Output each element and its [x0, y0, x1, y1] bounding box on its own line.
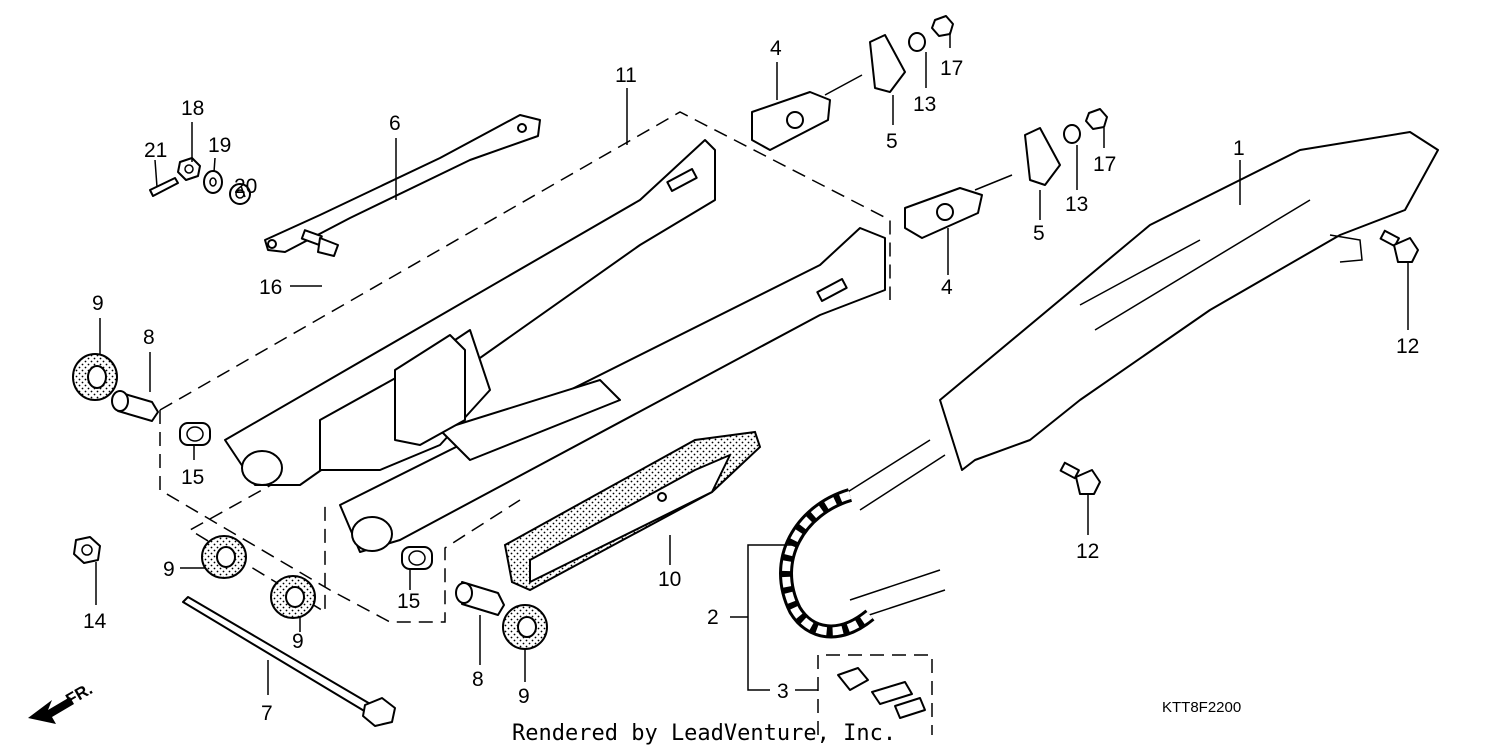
case-bolt-upper[interactable] — [1379, 229, 1419, 263]
pin-21[interactable] — [149, 177, 179, 197]
dust-seal-bottom-b[interactable] — [270, 575, 316, 619]
callout-12-upper: 12 — [1396, 335, 1419, 358]
master-link[interactable] — [817, 654, 933, 735]
front-direction-arrow-icon: FR. — [28, 679, 96, 724]
callout-2: 2 — [707, 606, 719, 629]
callout-4-top: 4 — [770, 37, 782, 60]
nut-13-top[interactable] — [908, 32, 926, 52]
assembly-outline — [159, 111, 891, 623]
callout-9-bottom-b: 9 — [292, 630, 304, 653]
nut-18[interactable] — [177, 157, 201, 181]
swingarm[interactable] — [224, 139, 886, 553]
callout-17-top: 17 — [940, 57, 963, 80]
callout-15-top: 15 — [181, 466, 204, 489]
callout-14: 14 — [83, 610, 107, 633]
callout-6: 6 — [389, 112, 401, 135]
drive-chain[interactable] — [779, 439, 946, 639]
callout-13-top: 13 — [913, 93, 936, 116]
callout-20: 20 — [234, 175, 257, 198]
callout-11: 11 — [615, 64, 637, 87]
callout-7: 7 — [261, 702, 273, 725]
callouts: 11 6 18 21 19 20 16 9 8 15 9 9 15 14 7 8… — [83, 37, 1419, 725]
callout-21: 21 — [144, 139, 167, 162]
collar-top[interactable] — [111, 390, 159, 422]
callout-10: 10 — [658, 568, 681, 591]
callout-15-bottom: 15 — [397, 590, 420, 613]
callout-19: 19 — [208, 134, 231, 157]
callout-9-top: 9 — [92, 292, 104, 315]
callout-4-bottom: 4 — [941, 276, 953, 299]
callout-9-bottom-c: 9 — [518, 685, 530, 708]
chain-adjuster-bottom[interactable] — [904, 174, 1013, 239]
needle-bearing-bottom[interactable] — [401, 546, 433, 570]
bolt-16[interactable] — [300, 229, 339, 257]
callout-8-bottom: 8 — [472, 668, 484, 691]
callout-8-top: 8 — [143, 326, 155, 349]
adjuster-plate-bottom[interactable] — [1024, 127, 1061, 186]
dust-seal-left-top[interactable] — [72, 353, 118, 401]
callout-5-top: 5 — [886, 130, 898, 153]
case-bolt-lower[interactable] — [1059, 461, 1101, 495]
footer-credit: Rendered by LeadVenture, Inc. — [512, 721, 896, 746]
dust-seal-bottom-c[interactable] — [502, 604, 548, 650]
needle-bearing-top[interactable] — [179, 422, 211, 446]
nut-17-bottom[interactable] — [1085, 108, 1108, 130]
link-rod[interactable] — [264, 114, 541, 253]
washer-19[interactable] — [203, 170, 223, 194]
callout-9-bottom-a: 9 — [163, 558, 175, 581]
callout-12-lower: 12 — [1076, 540, 1099, 563]
collar-bottom[interactable] — [455, 581, 505, 616]
chain-adjuster-top[interactable] — [751, 74, 863, 151]
diagram-code: KTT8F2200 — [1162, 699, 1241, 716]
chain-case[interactable] — [939, 131, 1439, 471]
callout-16: 16 — [259, 276, 282, 299]
callout-3: 3 — [777, 680, 789, 703]
callout-1: 1 — [1233, 137, 1245, 160]
adjuster-plate-top[interactable] — [869, 34, 906, 93]
nut-14[interactable] — [73, 536, 101, 564]
callout-18: 18 — [181, 97, 204, 120]
callout-17-bottom: 17 — [1093, 153, 1116, 176]
pivot-bolt[interactable] — [182, 596, 396, 727]
chain-slider[interactable] — [503, 430, 762, 592]
nut-13-bottom[interactable] — [1063, 124, 1081, 144]
callout-13-bottom: 13 — [1065, 193, 1088, 216]
callout-5-bottom: 5 — [1033, 222, 1045, 245]
leader-lines — [95, 32, 1409, 695]
washer-20[interactable] — [229, 183, 251, 205]
dust-seal-bottom-a[interactable] — [201, 535, 247, 579]
